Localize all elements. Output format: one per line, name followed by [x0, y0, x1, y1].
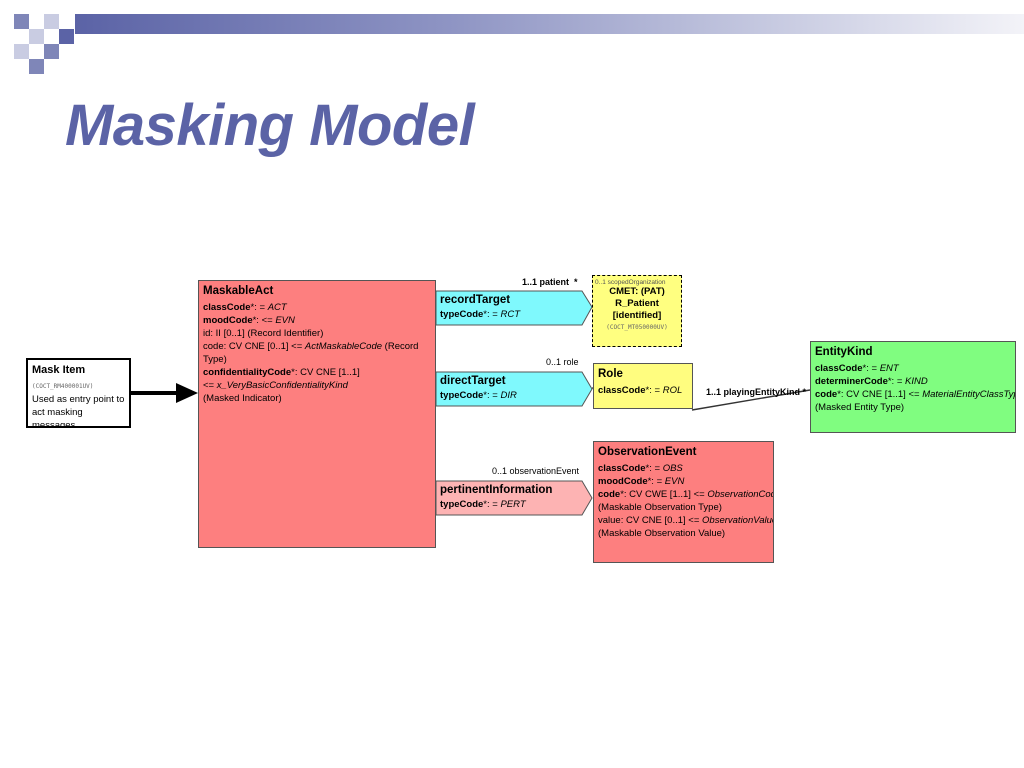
cmet-id: (COCT_MT050000UV) — [606, 324, 668, 331]
pertinent-information-name: pertinentInformation — [440, 484, 553, 496]
cmet-patient-box: 0..1 scopedOrganization CMET: (PAT) R_Pa… — [592, 275, 682, 347]
attr-value: PERT — [500, 499, 526, 510]
cmet-line-2: R_Patient — [615, 298, 659, 309]
attr-code-prefix: code: CV CNE [0..1] <= — [203, 341, 305, 352]
attr-sep: *: = — [647, 476, 665, 487]
attr-sep: *: = — [645, 463, 663, 474]
entity-kind-box: EntityKind classCode*: = ENT determinerC… — [810, 341, 1016, 433]
attr-code-value: ActMaskableCode — [304, 341, 383, 352]
attr-label: classCode — [598, 463, 646, 474]
mask-item-desc-1: Used as entry point to — [32, 394, 125, 405]
assoc-star: * — [802, 387, 807, 397]
attr-sep: *: <= — [252, 315, 276, 326]
slide-title: Masking Model — [65, 93, 475, 158]
attr-value: RCT — [500, 309, 520, 320]
maskable-act-name: MaskableAct — [203, 285, 274, 297]
attr-value: EVN — [275, 315, 295, 326]
attr-label: code — [815, 389, 838, 400]
entity-kind-name: EntityKind — [815, 346, 873, 358]
attr-label: typeCode — [440, 499, 484, 510]
attr-sep: *: CV CWE [1..1] <= — [620, 489, 708, 500]
attr-id-line: id: II [0..1] (Record Identifier) — [203, 328, 324, 339]
mask-item-arrowhead — [176, 383, 198, 403]
mask-item-box: Mask Item (COCT_RM400001UV) Used as entr… — [26, 358, 131, 428]
decorative-square — [59, 29, 74, 44]
attr-value: ENT — [879, 363, 899, 374]
attr-label: typeCode — [440, 309, 484, 320]
role-entity-link — [691, 389, 811, 411]
pertinent-information-assoc: 0..1 observationEvent — [492, 466, 580, 476]
observation-event-box: ObservationEvent classCode*: = OBS moodC… — [593, 441, 774, 563]
record-target-shape — [435, 290, 593, 326]
title-bar-gradient — [75, 14, 1024, 34]
attr-value: ROL — [662, 385, 683, 396]
decorative-square — [44, 14, 59, 29]
attr-label: classCode — [203, 302, 251, 313]
pertinent-information-shape — [435, 480, 593, 516]
assoc-star: * — [574, 277, 578, 287]
assoc-label: 1..1 patient — [522, 277, 570, 287]
role-name: Role — [598, 368, 623, 380]
mask-item-id: (COCT_RM400001UV) — [32, 383, 94, 390]
direct-target-name: directTarget — [440, 375, 506, 387]
attr-sep: <= — [203, 380, 217, 391]
attr-value: OBS — [662, 463, 683, 474]
attr-label: determinerCode — [815, 376, 888, 387]
decorative-square — [29, 29, 44, 44]
attr-label: classCode — [598, 385, 646, 396]
attr-note: (Maskable Observation Value) — [598, 528, 726, 539]
attr-sep: *: = — [862, 363, 880, 374]
attr-value: MaterialEntityClassType — [922, 389, 1016, 400]
attr-sep: *: = — [483, 309, 501, 320]
attr-value: EVN — [664, 476, 685, 487]
cmet-line-1: CMET: (PAT) — [609, 286, 665, 297]
attr-note: (Masked Entity Type) — [815, 402, 905, 413]
attr-value: ObservationCode — [707, 489, 774, 500]
attr-sep: *: CV CNE [1..1] <= — [837, 389, 923, 400]
attr-sep: *: = — [887, 376, 906, 387]
record-target-assoc: 1..1 patient * — [522, 277, 578, 287]
observation-event-name: ObservationEvent — [598, 446, 697, 458]
attr-label: classCode — [815, 363, 863, 374]
decorative-square — [44, 44, 59, 59]
mask-item-name: Mask Item — [32, 364, 86, 376]
decorative-square — [14, 14, 29, 29]
direct-target-assoc: 0..1 role — [546, 357, 579, 367]
role-entity-assoc: 1..1 playingEntityKind * — [706, 387, 806, 397]
direct-target-shape — [435, 371, 593, 407]
attr-label: typeCode — [440, 390, 484, 401]
attr-sep: *: = — [250, 302, 268, 313]
attr-value: ACT — [267, 302, 287, 313]
maskable-act-box: MaskableAct classCode*: = ACT moodCode*:… — [198, 280, 436, 548]
role-box: Role classCode*: = ROL — [593, 363, 693, 409]
attr-sep: *: = — [645, 385, 663, 396]
attr-value: DIR — [500, 390, 517, 401]
record-target-label: recordTarget typeCode*: = RCT — [440, 293, 520, 321]
attr-code-suffix: (Record Type) — [203, 341, 419, 365]
cmet-line-3: [identified] — [612, 310, 662, 321]
decorative-square — [29, 59, 44, 74]
decorative-square — [14, 44, 29, 59]
attr-note: (Masked Indicator) — [203, 393, 282, 404]
attr-note: (Maskable Observation Type) — [598, 502, 722, 513]
attr-sep: *: CV CNE [1..1] — [291, 367, 360, 378]
record-target-name: recordTarget — [440, 294, 511, 306]
attr-sep: *: = — [483, 390, 501, 401]
attr-label: moodCode — [203, 315, 253, 326]
pertinent-information-label: pertinentInformation typeCode*: = PERT — [440, 483, 552, 511]
mask-item-desc-2: act masking messages. — [32, 407, 83, 428]
attr-label: moodCode — [598, 476, 648, 487]
attr-label: confidentialityCode — [203, 367, 292, 378]
attr-value: KIND — [905, 376, 928, 387]
attr-label: code — [598, 489, 621, 500]
assoc-label: 1..1 playingEntityKind — [706, 387, 801, 397]
attr-value: x_VeryBasicConfidentialityKind — [216, 380, 348, 391]
decorative-square — [14, 74, 29, 84]
attr-value-prefix: value: CV CNE [0..1] <= — [598, 515, 703, 526]
direct-target-label: directTarget typeCode*: = DIR — [440, 374, 517, 402]
cmet-overlay-text: 0..1 scopedOrganization — [595, 279, 666, 286]
attr-value: ObservationValue — [702, 515, 774, 526]
attr-sep: *: = — [483, 499, 501, 510]
